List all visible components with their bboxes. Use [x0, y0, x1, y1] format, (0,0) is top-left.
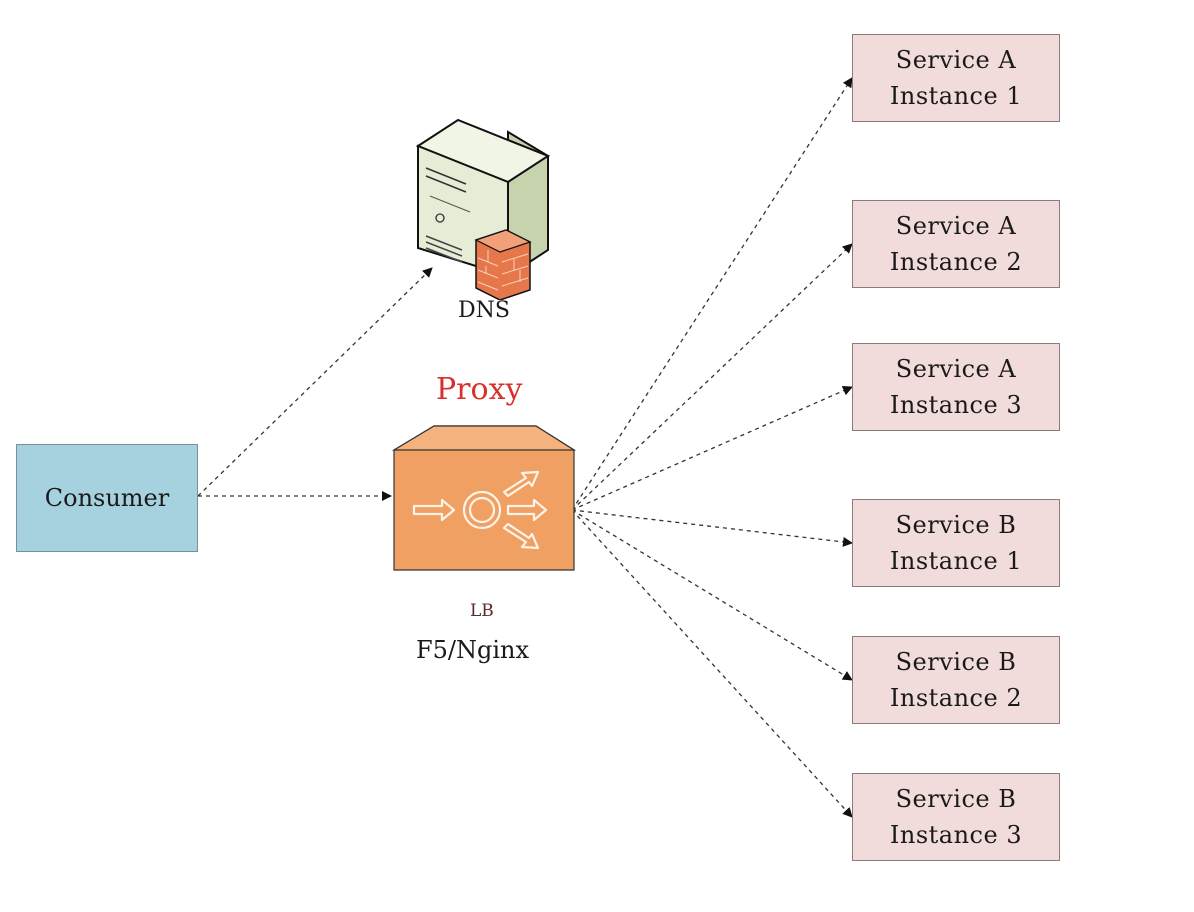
service-name: Service A [895, 46, 1017, 74]
instance-name: Instance 3 [889, 391, 1023, 419]
service-name: Service A [895, 355, 1017, 383]
instance-name: Instance 1 [889, 547, 1023, 575]
instance-name: Instance 3 [889, 821, 1023, 849]
service-b-instance-3: Service B Instance 3 [852, 773, 1060, 861]
instance-name: Instance 2 [889, 684, 1023, 712]
instance-name: Instance 1 [889, 82, 1023, 110]
load-balancer-icon [391, 424, 577, 572]
server-firewall-icon [410, 100, 560, 301]
service-name: Service B [895, 511, 1017, 539]
edge-lb-service-a-1 [571, 77, 853, 511]
edge-lb-service-b-2 [571, 509, 853, 681]
service-b-instance-1: Service B Instance 1 [852, 499, 1060, 587]
edge-lb-service-a-2 [571, 243, 853, 511]
service-name: Service B [895, 648, 1017, 676]
instance-name: Instance 2 [889, 248, 1023, 276]
edge-lb-service-b-3 [571, 509, 853, 818]
service-b-instance-2: Service B Instance 2 [852, 636, 1060, 724]
service-name: Service A [895, 212, 1017, 240]
consumer-node: Consumer [16, 444, 198, 552]
consumer-label: Consumer [44, 484, 170, 512]
edge-lb-service-a-3 [571, 386, 853, 511]
dns-label: DNS [458, 298, 510, 323]
edge-lb-service-b-1 [571, 509, 853, 547]
service-name: Service B [895, 785, 1017, 813]
service-a-instance-2: Service A Instance 2 [852, 200, 1060, 288]
edge-consumer-dns [197, 267, 433, 497]
service-a-instance-3: Service A Instance 3 [852, 343, 1060, 431]
lb-implementation-label: F5/Nginx [416, 636, 530, 664]
lb-label: LB [470, 601, 494, 621]
proxy-label: Proxy [436, 372, 523, 407]
service-a-instance-1: Service A Instance 1 [852, 34, 1060, 122]
